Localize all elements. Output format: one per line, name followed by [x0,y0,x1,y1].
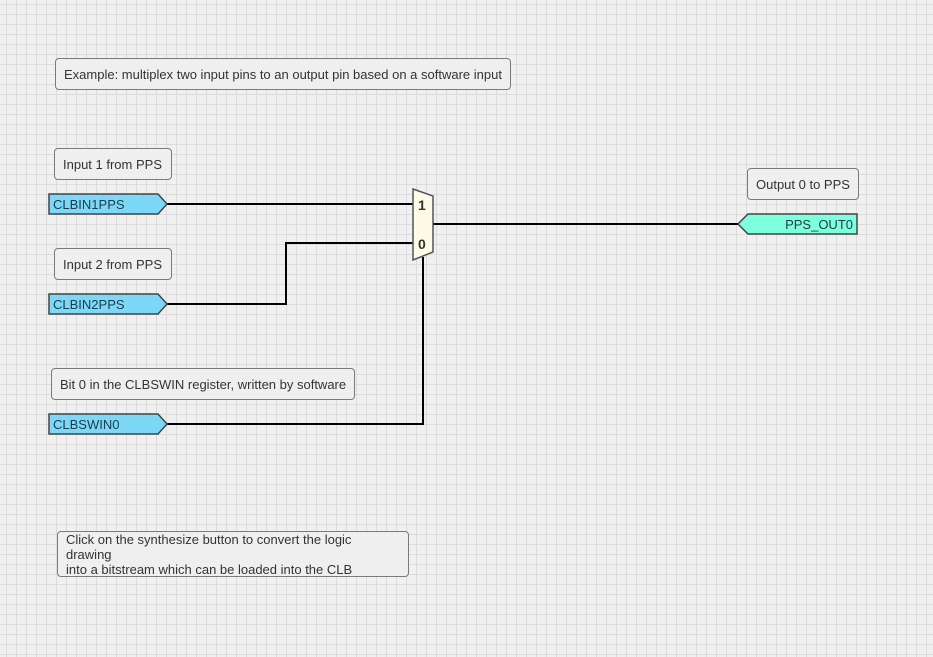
swin-note[interactable]: Bit 0 in the CLBSWIN register, written b… [51,368,355,400]
input-pin-label: CLBIN1PPS [53,197,125,212]
input-pin-clbswin0[interactable]: CLBSWIN0 [48,413,169,435]
synthesize-note[interactable]: Click on the synthesize button to conver… [57,531,409,577]
input-pin-label: CLBIN2PPS [53,297,125,312]
multiplexer[interactable]: 1 0 [412,187,434,262]
wire-swin-to-mux-select[interactable] [167,257,424,425]
output-pin-pps-out0[interactable]: PPS_OUT0 [736,213,858,235]
wires [167,203,738,425]
output-pin-shape[interactable] [736,213,858,235]
input-pin-clbin1pps[interactable]: CLBIN1PPS [48,193,169,215]
wire-in2-to-mux0[interactable] [167,242,413,305]
input-pin-shape[interactable] [48,293,169,315]
mux-input-1-label: 1 [418,197,426,213]
input-pin-clbin2pps[interactable]: CLBIN2PPS [48,293,169,315]
input-pin-label: CLBSWIN0 [53,417,119,432]
input-pin-shape[interactable] [48,193,169,215]
output-0-note[interactable]: Output 0 to PPS [747,168,859,200]
output-pin-label: PPS_OUT0 [785,217,853,232]
input-pin-shape[interactable] [48,413,169,435]
mux-body[interactable] [412,187,434,262]
example-note[interactable]: Example: multiplex two input pins to an … [55,58,511,90]
input-1-note[interactable]: Input 1 from PPS [54,148,172,180]
input-2-note[interactable]: Input 2 from PPS [54,248,172,280]
mux-input-0-label: 0 [418,236,426,252]
